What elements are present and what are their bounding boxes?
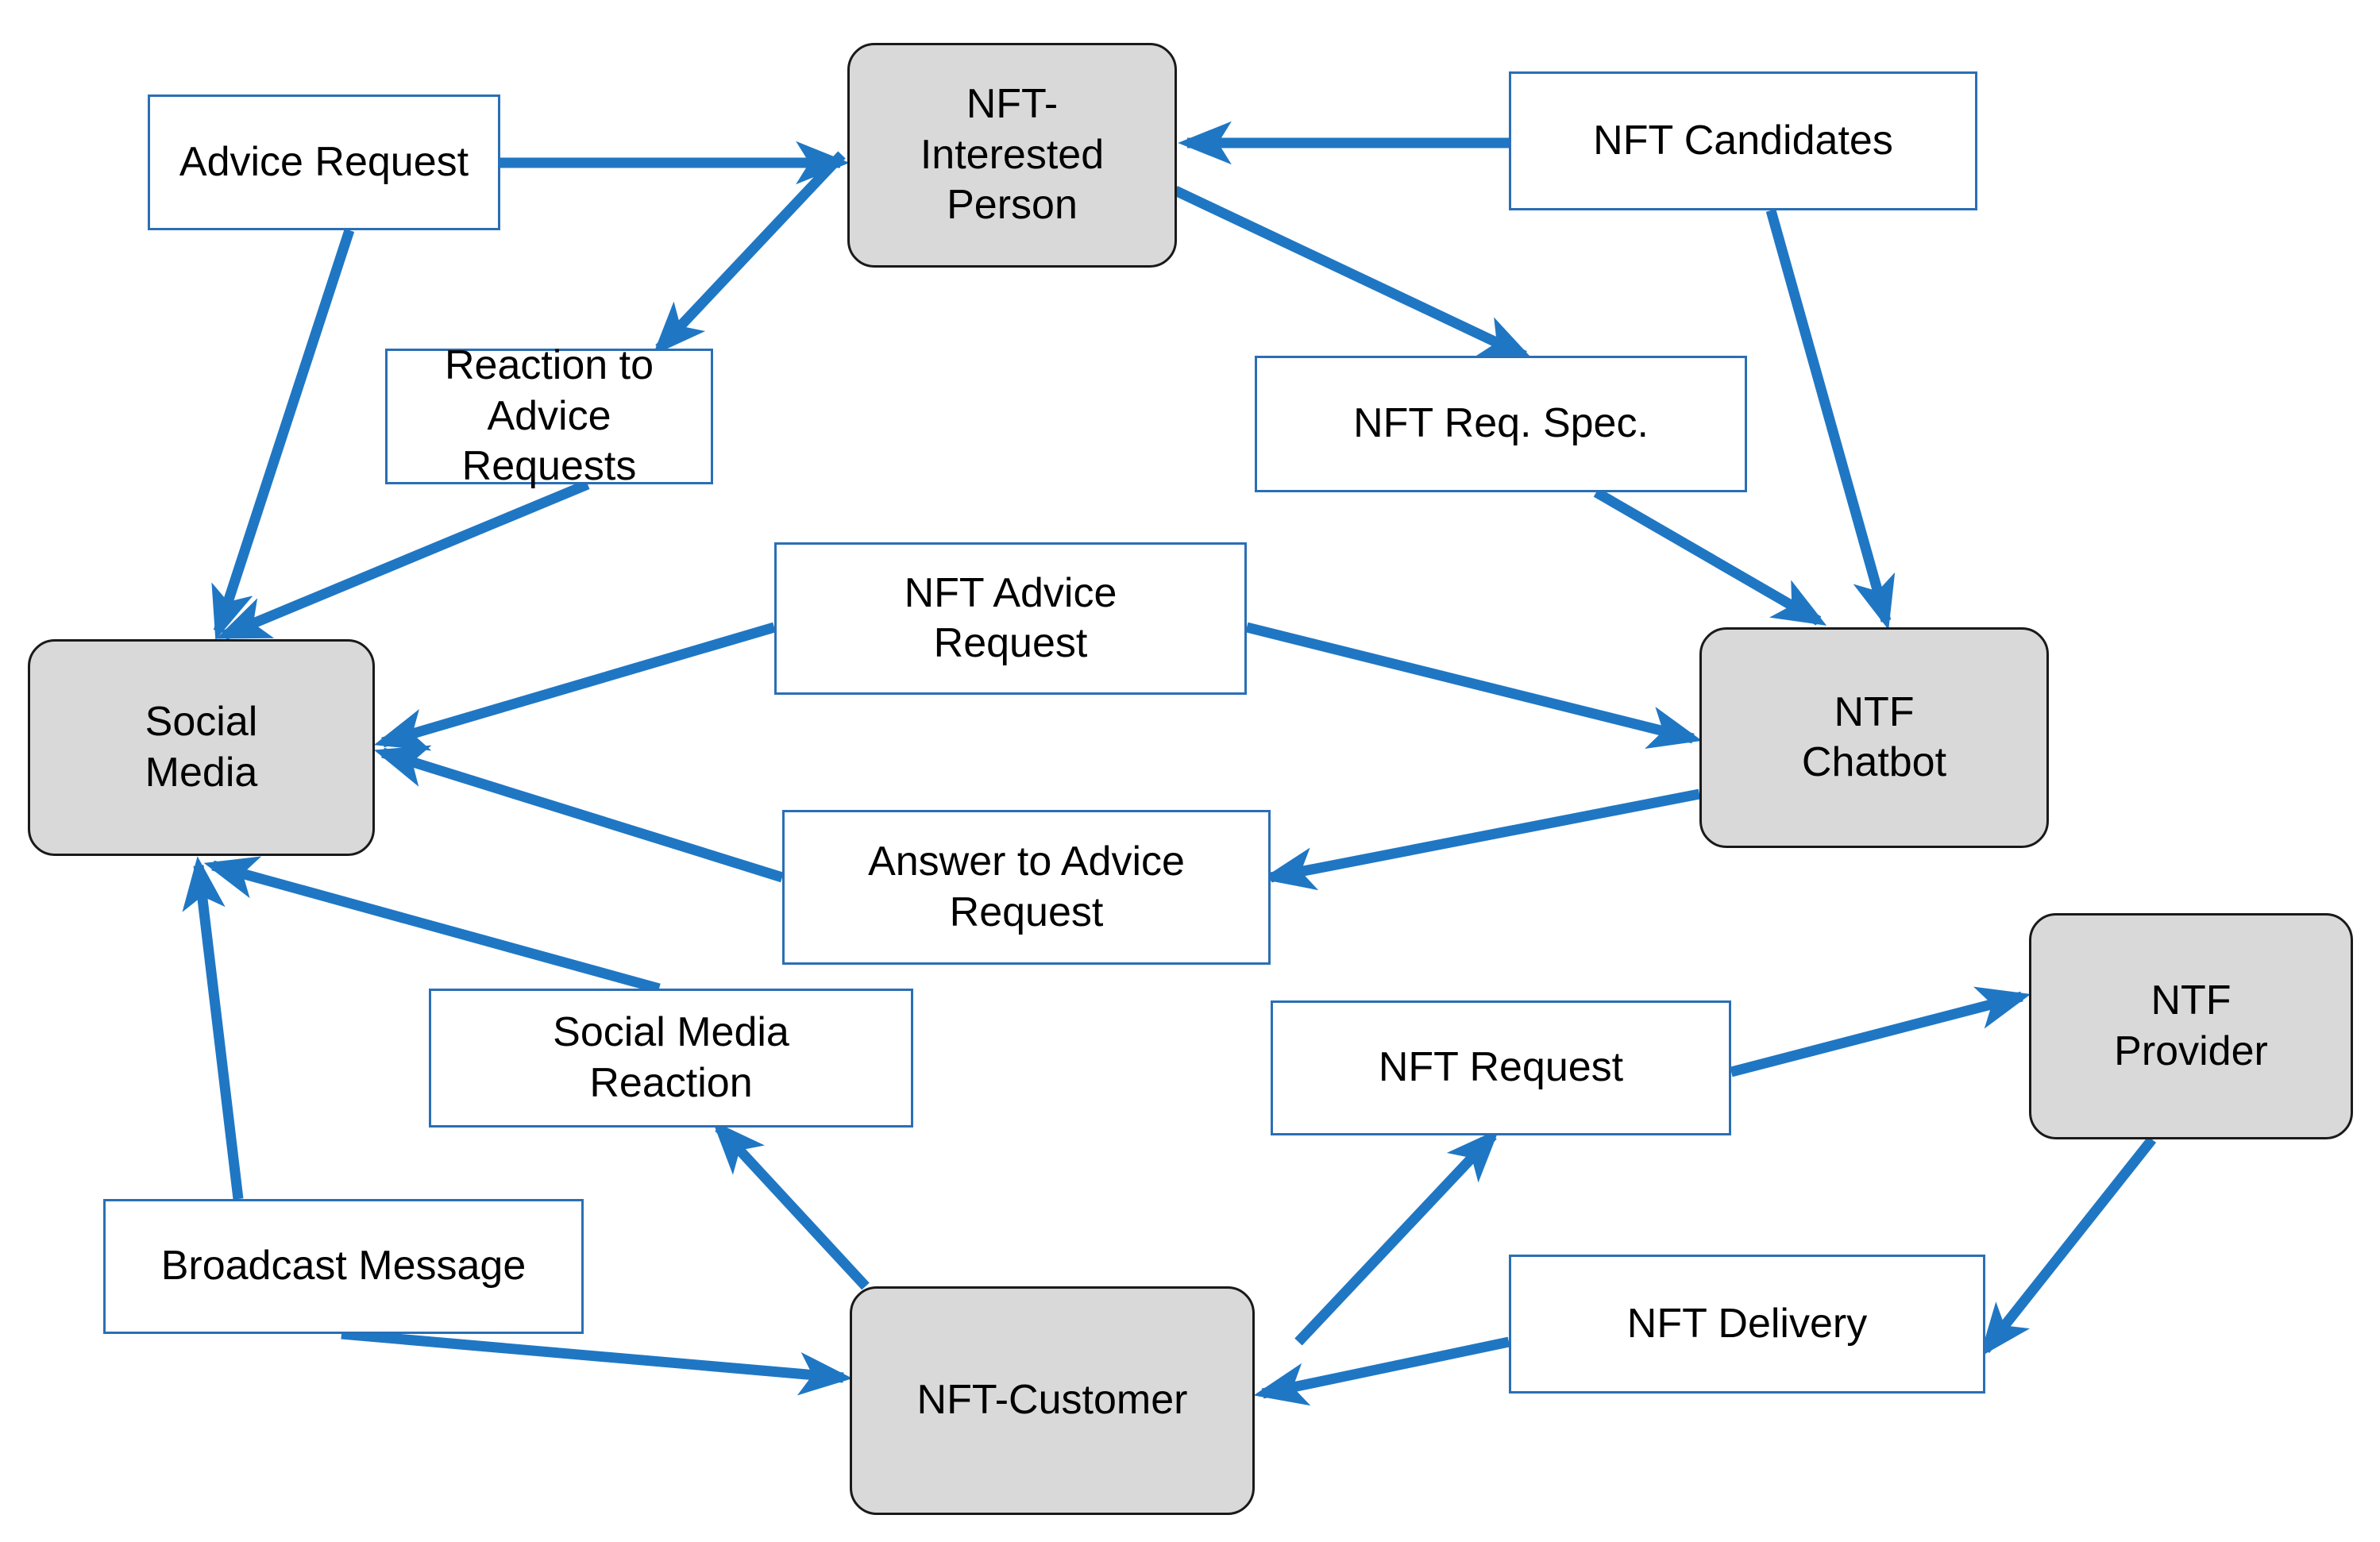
edge-broadcast-to-social: [182, 856, 244, 1200]
flow-nft-req-spec[interactable]: NFT Req. Spec.: [1255, 356, 1747, 492]
flow-nft-request[interactable]: NFT Request: [1271, 1000, 1731, 1135]
node-label: Social Media: [145, 699, 258, 796]
flow-label: NFT Request: [1378, 1044, 1624, 1091]
edge-sm-reaction-to-social: [203, 856, 661, 994]
edge-reaction-to-social: [216, 479, 590, 641]
edge-provider-to-nft-delivery: [1979, 1135, 2157, 1358]
flow-label: Advice Request: [179, 138, 469, 185]
flow-label: NFT Candidates: [1593, 117, 1893, 164]
edge-nft-delivery-to-customer: [1253, 1336, 1510, 1406]
node-ntf-provider[interactable]: NTF Provider: [2029, 913, 2353, 1139]
node-label: NTF Provider: [2114, 977, 2268, 1074]
node-label: NFT-Customer: [916, 1377, 1188, 1424]
edge-reqspec-to-chatbot: [1593, 488, 1827, 626]
edge-answer-to-social: [373, 745, 784, 883]
node-label: NFT- Interested Person: [920, 81, 1105, 229]
edge-advice-req-to-chatbot: [1245, 622, 1703, 749]
flow-broadcast-message[interactable]: Broadcast Message: [103, 1199, 584, 1334]
flow-label: Reaction to Advice Requests: [444, 342, 654, 490]
edge-chatbot-to-answer: [1261, 788, 1701, 891]
node-social-media[interactable]: Social Media: [28, 639, 375, 856]
node-nft-customer[interactable]: NFT-Customer: [850, 1286, 1255, 1515]
edge-customer-to-nft-request: [1294, 1128, 1500, 1346]
flow-nft-candidates[interactable]: NFT Candidates: [1509, 71, 1977, 210]
edge-broadcast-to-customer: [341, 1328, 853, 1396]
flow-reaction-to-advice-requests[interactable]: Reaction to Advice Requests: [385, 342, 713, 489]
flow-label: Broadcast Message: [160, 1243, 527, 1289]
flow-nft-advice-request[interactable]: NFT Advice Request: [774, 542, 1247, 695]
edge-advice-req-to-social: [373, 622, 776, 751]
edge-person-to-reaction: [652, 151, 846, 356]
flow-answer-to-advice-request[interactable]: Answer to Advice Request: [782, 810, 1271, 965]
flow-nft-delivery[interactable]: NFT Delivery: [1509, 1255, 1985, 1394]
edge-nft-request-to-provider: [1730, 986, 2031, 1077]
flow-label: NFT Delivery: [1626, 1300, 1868, 1347]
edge-person-to-reqspec: [1173, 186, 1533, 360]
flow-advice-request[interactable]: Advice Request: [148, 94, 500, 230]
edge-advice-request-to-social: [211, 228, 355, 641]
node-label: NTF Chatbot: [1801, 688, 1947, 785]
flow-label: Answer to Advice Request: [868, 838, 1185, 935]
flow-label: NFT Req. Spec.: [1353, 400, 1649, 447]
flow-social-media-reaction[interactable]: Social Media Reaction: [429, 989, 913, 1128]
edge-candidates-to-chatbot: [1765, 209, 1896, 630]
flow-label: NFT Advice Request: [904, 569, 1117, 666]
flow-label: Social Media Reaction: [553, 1009, 789, 1106]
node-ntf-chatbot[interactable]: NTF Chatbot: [1699, 627, 2049, 848]
edge-customer-to-sm-reaction: [712, 1120, 870, 1290]
node-nft-interested-person[interactable]: NFT- Interested Person: [847, 43, 1177, 268]
